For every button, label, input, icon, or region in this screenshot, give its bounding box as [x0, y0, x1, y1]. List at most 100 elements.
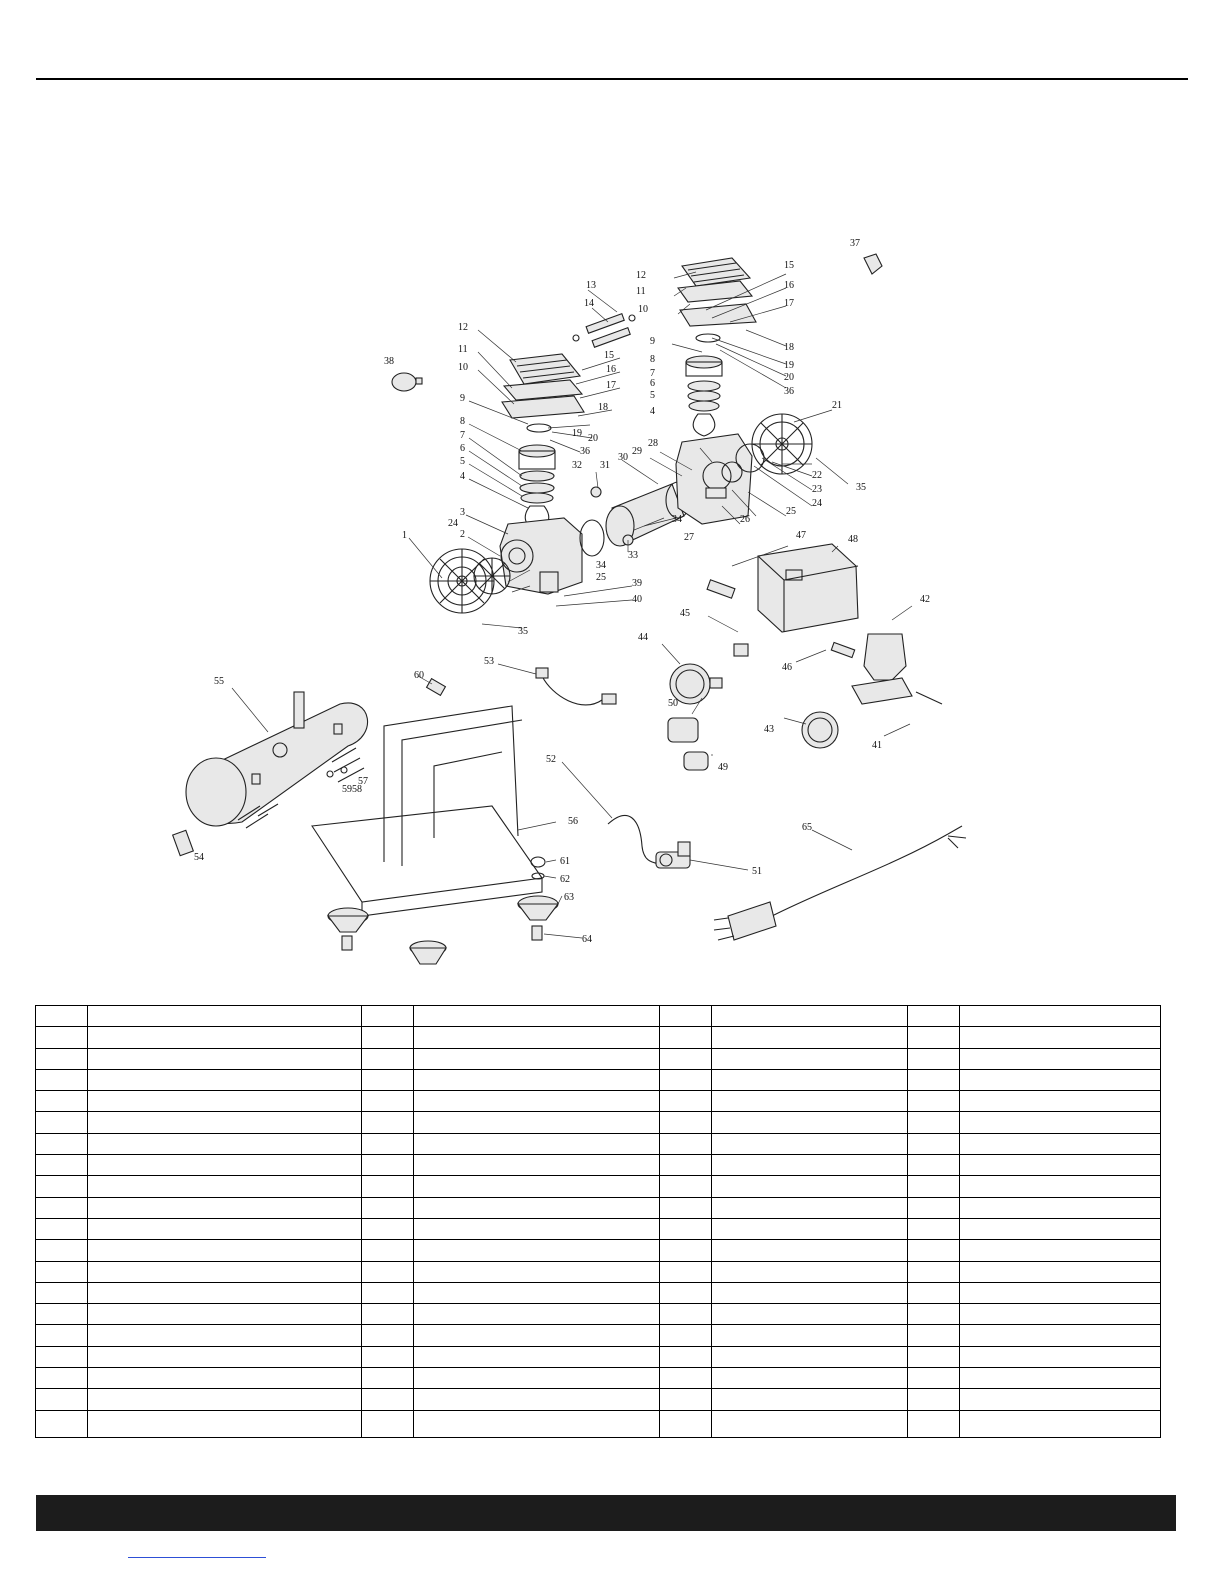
- table-cell-description: [711, 1132, 908, 1156]
- table-cell-description: [711, 1004, 908, 1028]
- callout-labels: 1 2 3 4 5 6 7 8 9 10 11 12 13 14 15 16 1…: [194, 238, 930, 945]
- parts-list-body: [35, 1004, 1161, 1438]
- callout-27: 27: [684, 532, 694, 543]
- table-cell-description: [711, 1345, 908, 1369]
- table-cell-description: [959, 1196, 1161, 1219]
- callout-45: 45: [680, 608, 690, 619]
- table-cell-number: [659, 1281, 712, 1305]
- callout-5: 5: [650, 390, 655, 401]
- table-cell-description: [413, 1239, 660, 1262]
- table-cell-number: [35, 1132, 88, 1156]
- table-cell-description: [87, 1175, 362, 1198]
- callout-16: 16: [606, 364, 616, 375]
- table-row: [35, 1409, 1161, 1438]
- table-cell-description: [87, 1047, 362, 1070]
- left-fan-and-cover: [429, 548, 511, 614]
- table-cell-number: [659, 1260, 712, 1283]
- right-head-assembly: [677, 257, 757, 437]
- table-cell-description: [959, 1090, 1161, 1113]
- table-cell-number: [659, 1068, 712, 1092]
- table-cell-description: [413, 1004, 660, 1028]
- table-cell-description: [959, 1260, 1161, 1283]
- table-cell-number: [907, 1175, 960, 1198]
- table-cell-number: [907, 1196, 960, 1219]
- table-cell-description: [87, 1196, 362, 1219]
- table-cell-description: [87, 1111, 362, 1134]
- callout-25: 25: [596, 572, 606, 583]
- table-row: [35, 1132, 1161, 1156]
- table-cell-number: [361, 1068, 414, 1092]
- callout-49: 49: [718, 762, 728, 773]
- table-cell-number: [907, 1388, 960, 1411]
- callout-33: 33: [628, 550, 638, 561]
- table-cell-number: [361, 1154, 414, 1177]
- table-cell-description: [87, 1367, 362, 1390]
- callout-8: 8: [650, 354, 655, 365]
- table-cell-number: [659, 1196, 712, 1219]
- table-row: [35, 1324, 1161, 1347]
- callout-36: 36: [784, 386, 794, 397]
- left-crankcase: [499, 517, 583, 595]
- table-cell-number: [361, 1132, 414, 1156]
- table-cell-description: [87, 1388, 362, 1411]
- table-cell-number: [659, 1324, 712, 1347]
- table-cell-description: [959, 1345, 1161, 1369]
- callout-24: 24: [448, 518, 458, 529]
- table-cell-description: [711, 1409, 908, 1438]
- table-cell-description: [959, 1026, 1161, 1049]
- exploded-parts-diagram: 1 2 3 4 5 6 7 8 9 10 11 12 13 14 15 16 1…: [172, 226, 990, 968]
- callout-39: 39: [632, 578, 642, 589]
- callout-61: 61: [560, 856, 570, 867]
- table-cell-description: [87, 1132, 362, 1156]
- table-cell-description: [959, 1324, 1161, 1347]
- table-cell-number: [907, 1026, 960, 1049]
- callout-5: 5: [460, 456, 465, 467]
- table-cell-number: [35, 1324, 88, 1347]
- callout-60: 60: [414, 670, 424, 681]
- table-cell-description: [413, 1111, 660, 1134]
- table-cell-number: [361, 1196, 414, 1219]
- table-row: [35, 1281, 1161, 1305]
- parts-list-table: [35, 1004, 1161, 1438]
- table-cell-number: [35, 1068, 88, 1092]
- table-cell-number: [659, 1345, 712, 1369]
- table-cell-description: [87, 1090, 362, 1113]
- callout-20: 20: [588, 433, 598, 444]
- callout-63: 63: [564, 892, 574, 903]
- table-row: [35, 1004, 1161, 1028]
- footer-link-underline[interactable]: [128, 1557, 266, 1558]
- table-cell-description: [711, 1239, 908, 1262]
- table-cell-description: [711, 1154, 908, 1177]
- table-cell-description: [959, 1175, 1161, 1198]
- callout-37: 37: [850, 238, 860, 249]
- callout-2: 2: [460, 529, 465, 540]
- table-row: [35, 1367, 1161, 1390]
- table-cell-description: [87, 1026, 362, 1049]
- table-cell-number: [361, 1345, 414, 1369]
- table-cell-number: [907, 1303, 960, 1326]
- table-cell-description: [711, 1217, 908, 1241]
- table-cell-description: [711, 1026, 908, 1049]
- callout-30: 30: [618, 452, 628, 463]
- table-cell-description: [711, 1260, 908, 1283]
- callout-18: 18: [598, 402, 608, 413]
- table-cell-number: [361, 1026, 414, 1049]
- table-cell-description: [87, 1217, 362, 1241]
- table-row: [35, 1388, 1161, 1411]
- table-cell-number: [659, 1004, 712, 1028]
- table-cell-description: [413, 1367, 660, 1390]
- table-cell-description: [87, 1303, 362, 1326]
- callout-64: 64: [582, 934, 592, 945]
- table-cell-number: [907, 1260, 960, 1283]
- pressure-switch: [706, 543, 859, 633]
- fitting-54: [172, 829, 195, 857]
- callout-31: 31: [600, 460, 610, 471]
- air-filter-38: [391, 372, 423, 392]
- callout-19: 19: [784, 360, 794, 371]
- callout-53: 53: [484, 656, 494, 667]
- table-cell-number: [907, 1004, 960, 1028]
- callout-34: 34: [672, 514, 682, 525]
- callout-46: 46: [782, 662, 792, 673]
- table-cell-description: [87, 1239, 362, 1262]
- table-row: [35, 1047, 1161, 1070]
